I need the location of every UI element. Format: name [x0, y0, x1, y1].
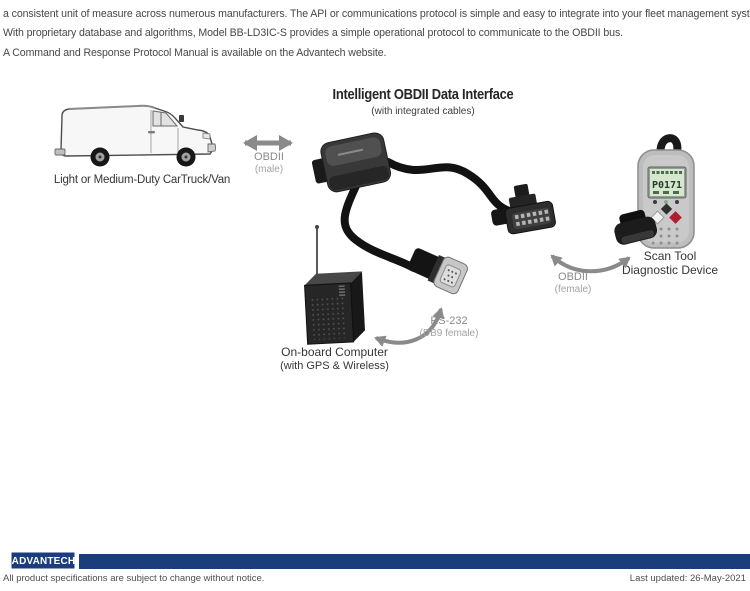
footer-blue-bar — [79, 554, 750, 569]
van-headlight — [202, 132, 211, 140]
vehicle-label: Light or Medium-Duty CarTruck/Van — [53, 174, 231, 186]
advantech-logo: ADVANTECH — [10, 551, 76, 570]
van-front-hub-center — [184, 155, 188, 159]
diagram-title: Intelligent OBDII Data Interface — [332, 86, 514, 103]
obdii-female-sublabel: (female) — [554, 284, 592, 295]
db9-shell — [439, 264, 462, 288]
van-illustration — [54, 104, 216, 167]
intro-line-1: a consistent unit of measure across nume… — [3, 8, 750, 20]
obdii-interface-assembly — [311, 132, 556, 295]
device-lower-band — [329, 165, 389, 191]
obdii-female-label: OBDII — [558, 271, 588, 283]
intro-line-3: A Command and Response Protocol Manual i… — [3, 46, 387, 59]
computer-side-face — [350, 271, 366, 342]
antenna-tip — [315, 225, 319, 229]
footer-last-updated: Last updated: 26-May-2021 — [629, 573, 746, 584]
screen-bottom-row — [653, 191, 679, 194]
footer-disclaimer: All product specifications are subject t… — [3, 573, 265, 584]
scantool-label-line1: Scan Tool — [643, 249, 697, 263]
db9-connector — [407, 248, 468, 295]
obdii-interface-device — [311, 132, 392, 193]
van-roof-line — [68, 104, 156, 110]
keypad-dots — [652, 226, 682, 245]
van-mirror — [179, 115, 184, 122]
obdii-pin-slots — [514, 209, 550, 227]
computer-label: On-board Computer — [281, 345, 388, 359]
scan-tool-illustration: P0171 — [614, 134, 695, 249]
computer-box — [304, 271, 366, 345]
computer-top-face — [304, 271, 362, 286]
onboard-computer-illustration — [304, 225, 366, 345]
screen-code: P0171 — [652, 180, 682, 191]
rs232-cable — [340, 182, 418, 272]
device-logo-mark — [337, 148, 364, 156]
rs232-label: RS-232 — [430, 315, 468, 327]
intro-line-2: With proprietary database and algorithms… — [3, 27, 623, 40]
obdii-male-sublabel: (male) — [254, 164, 284, 175]
computer-led-slots — [338, 285, 346, 297]
indicator-lights — [653, 200, 679, 204]
scan-tool-obdii-plug — [614, 209, 658, 245]
plug-face — [621, 230, 654, 244]
obdii-female-connector — [491, 183, 556, 235]
diagram-subtitle: (with integrated cables) — [371, 106, 475, 117]
computer-sublabel: (with GPS & Wireless) — [280, 360, 389, 372]
van-front-bumper — [207, 143, 216, 153]
db9-pins — [443, 269, 457, 284]
van-rear-hub-center — [98, 155, 102, 159]
computer-vents — [310, 296, 349, 341]
arrow-computer-to-db9 — [374, 307, 445, 347]
van-door-handle — [148, 131, 155, 134]
intro-paragraph: a consistent unit of measure across nume… — [3, 5, 750, 63]
obdii-female-cable — [384, 158, 516, 216]
db9-collar — [427, 254, 447, 284]
obdii-male-label: OBDII — [254, 151, 284, 163]
van-rear-bumper — [54, 148, 66, 156]
advantech-logo-text: ADVANTECH — [11, 554, 75, 567]
van-window — [152, 110, 179, 127]
arrow-obdii-to-scantool — [550, 254, 631, 274]
scantool-label-line2: Diagnostic Device — [621, 263, 719, 277]
screen-status-row — [652, 171, 682, 174]
rs232-sublabel: (DB9 female) — [419, 328, 479, 339]
